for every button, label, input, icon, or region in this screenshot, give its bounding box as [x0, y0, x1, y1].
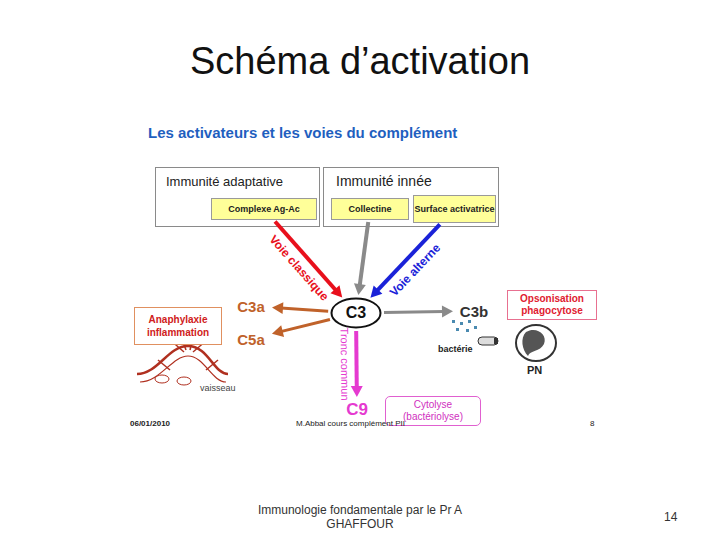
fragment-label: C5a: [232, 329, 270, 349]
activator-box: Complexe Ag-Ac: [211, 198, 317, 220]
source-date: 06/01/2010: [130, 419, 170, 428]
node-text: C3a: [237, 298, 265, 315]
arrow-shaft: [281, 308, 328, 311]
illustration-label: vaisseau: [200, 383, 236, 393]
fragment: [456, 328, 459, 331]
node-text: C3b: [460, 303, 488, 320]
slide-number: 14: [664, 510, 677, 524]
leak-arrow: [206, 360, 218, 370]
oval-shape: [332, 299, 381, 328]
node-text: Anaphylaxie inflammation: [135, 313, 221, 339]
fragment: [468, 320, 471, 323]
node-text: Immunité innée: [336, 173, 498, 189]
slide-title: Schéma d’activation: [0, 40, 720, 83]
leak-arrow: [158, 360, 170, 370]
pathway-arrow: [272, 319, 330, 337]
blood-cell: [155, 375, 169, 383]
node-text: Complexe Ag-Ac: [228, 204, 300, 214]
arrow-head: [351, 386, 363, 397]
arrow-head: [330, 285, 342, 297]
activator-box: Surface activatrice: [413, 195, 496, 223]
node-text: Collectine: [348, 204, 391, 214]
arrow-head: [272, 302, 283, 314]
slide-footer: Immunologie fondamentale par le Pr A GHA…: [245, 503, 475, 531]
group-box: Immunité innéeCollectine Surface activatr…: [323, 167, 499, 227]
node-text: Surface activatrice: [414, 204, 494, 214]
node-text: C3: [346, 304, 366, 322]
fragment: [452, 320, 455, 323]
pathway-arrow: [384, 306, 453, 318]
arrow-head: [442, 306, 453, 318]
arrow-head: [354, 283, 366, 295]
pathway-label: Voie alterne: [386, 241, 442, 299]
fragment: [466, 329, 469, 332]
node-text: Opsonisation phagocytose: [508, 293, 596, 317]
arrow-head: [272, 325, 284, 337]
arrow-head: [370, 286, 382, 298]
pathway-label: Voie classique: [266, 233, 331, 304]
neutrophil: [516, 325, 556, 361]
activator-box: Collectine: [331, 198, 409, 220]
fragment: [460, 322, 463, 325]
pathway-arrow: [351, 331, 363, 397]
fragment-label: C3b: [455, 301, 493, 321]
effect-box: Anaphylaxie inflammation: [134, 307, 222, 345]
pathway-arrow: [354, 222, 368, 295]
source-page: 8: [590, 419, 594, 428]
blood-cell: [177, 377, 191, 385]
node-text: Immunité adaptative: [166, 174, 319, 189]
bacterium: [478, 337, 498, 345]
node-text: C5a: [237, 331, 265, 348]
c3-oval: C3: [330, 297, 382, 329]
diagram-heading: Les activateurs et les voies du compléme…: [148, 124, 457, 141]
fragment-label: C9: [339, 399, 375, 421]
illustration-label: PN: [527, 364, 542, 376]
node-text: C9: [346, 400, 368, 420]
fragment: [474, 326, 477, 329]
illustration-label: bactérie: [438, 344, 473, 354]
neutrophil-nucleus: [522, 330, 544, 356]
fragment-label: C3a: [232, 296, 270, 316]
effect-box: Opsonisation phagocytose: [507, 290, 597, 320]
arrow-shaft: [384, 312, 444, 313]
arrow-shaft: [360, 222, 369, 286]
bacterium-cap: [494, 338, 498, 344]
c3b-fragments: [452, 320, 477, 332]
pathway-label: Tronc commun: [338, 328, 351, 401]
pathway-arrow: [272, 302, 328, 314]
group-box: Immunité adaptativeComplexe Ag-Ac: [155, 167, 320, 227]
source-note: M.Abbal cours complément PII: [296, 419, 405, 428]
arrow-shaft: [354, 331, 359, 388]
arrow-shaft: [281, 319, 330, 331]
